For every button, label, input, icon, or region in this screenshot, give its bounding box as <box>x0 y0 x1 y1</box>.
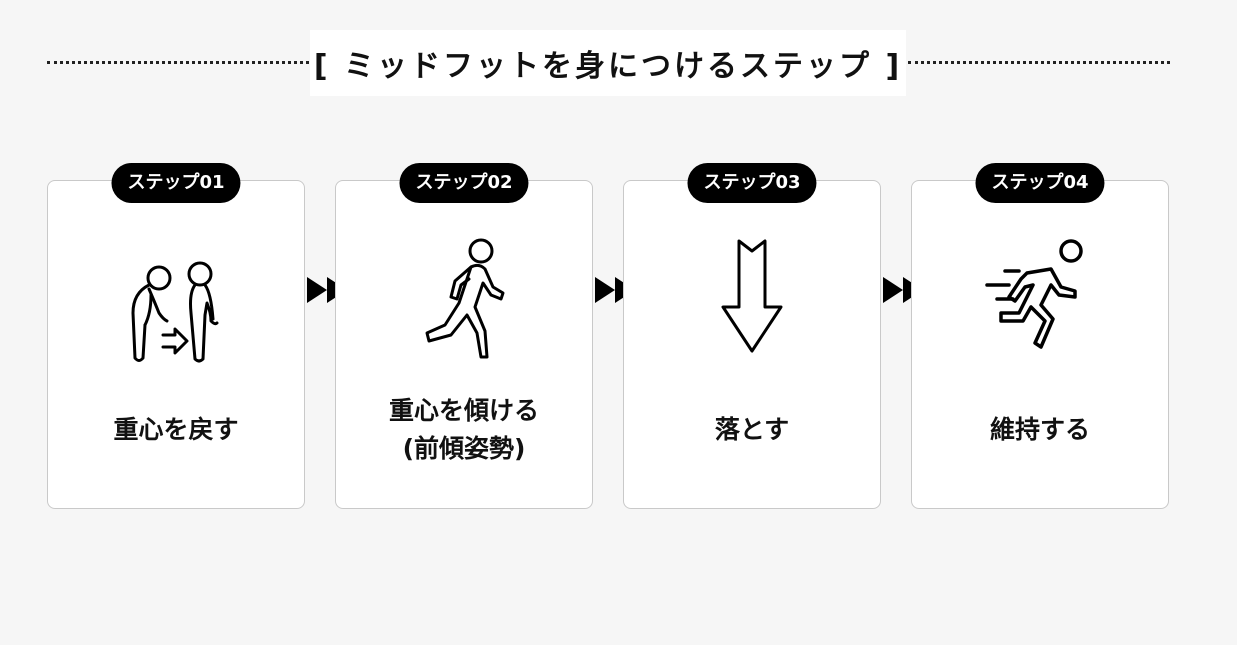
posture-correction-icon <box>131 261 219 363</box>
step-label-line: (前傾姿勢) <box>402 433 526 463</box>
step-label: 重心を傾ける (前傾姿勢) <box>336 381 592 478</box>
step-card-4: ステップ04 維持する <box>911 163 1169 509</box>
step-card-2: ステップ02 重心を傾ける (前傾姿勢) <box>335 163 593 509</box>
down-arrow-icon <box>721 239 783 353</box>
step-card-1: ステップ01 重心を戻す <box>47 163 305 509</box>
step-label: 維持する <box>912 381 1168 478</box>
title-dotted-line-right <box>908 61 1170 64</box>
step-label-line: 維持する <box>989 414 1090 444</box>
step-badge: ステップ02 <box>399 163 529 203</box>
page-title: [ ミッドフットを身につけるステップ ] <box>310 30 906 96</box>
step-label: 重心を戻す <box>48 381 304 478</box>
step-label-line: 落とす <box>714 414 790 444</box>
runner-icon <box>425 238 505 359</box>
step-card-3: ステップ03 落とす <box>623 163 881 509</box>
fast-runner-icon <box>985 239 1083 349</box>
step-label: 落とす <box>624 381 880 478</box>
step-label-line: 重心を戻す <box>113 414 239 444</box>
step-label-line: 重心を傾ける <box>388 396 539 425</box>
step-badge: ステップ04 <box>975 163 1105 203</box>
title-dotted-line-left <box>47 61 309 64</box>
step-badge: ステップ03 <box>687 163 817 203</box>
step-badge: ステップ01 <box>111 163 241 203</box>
